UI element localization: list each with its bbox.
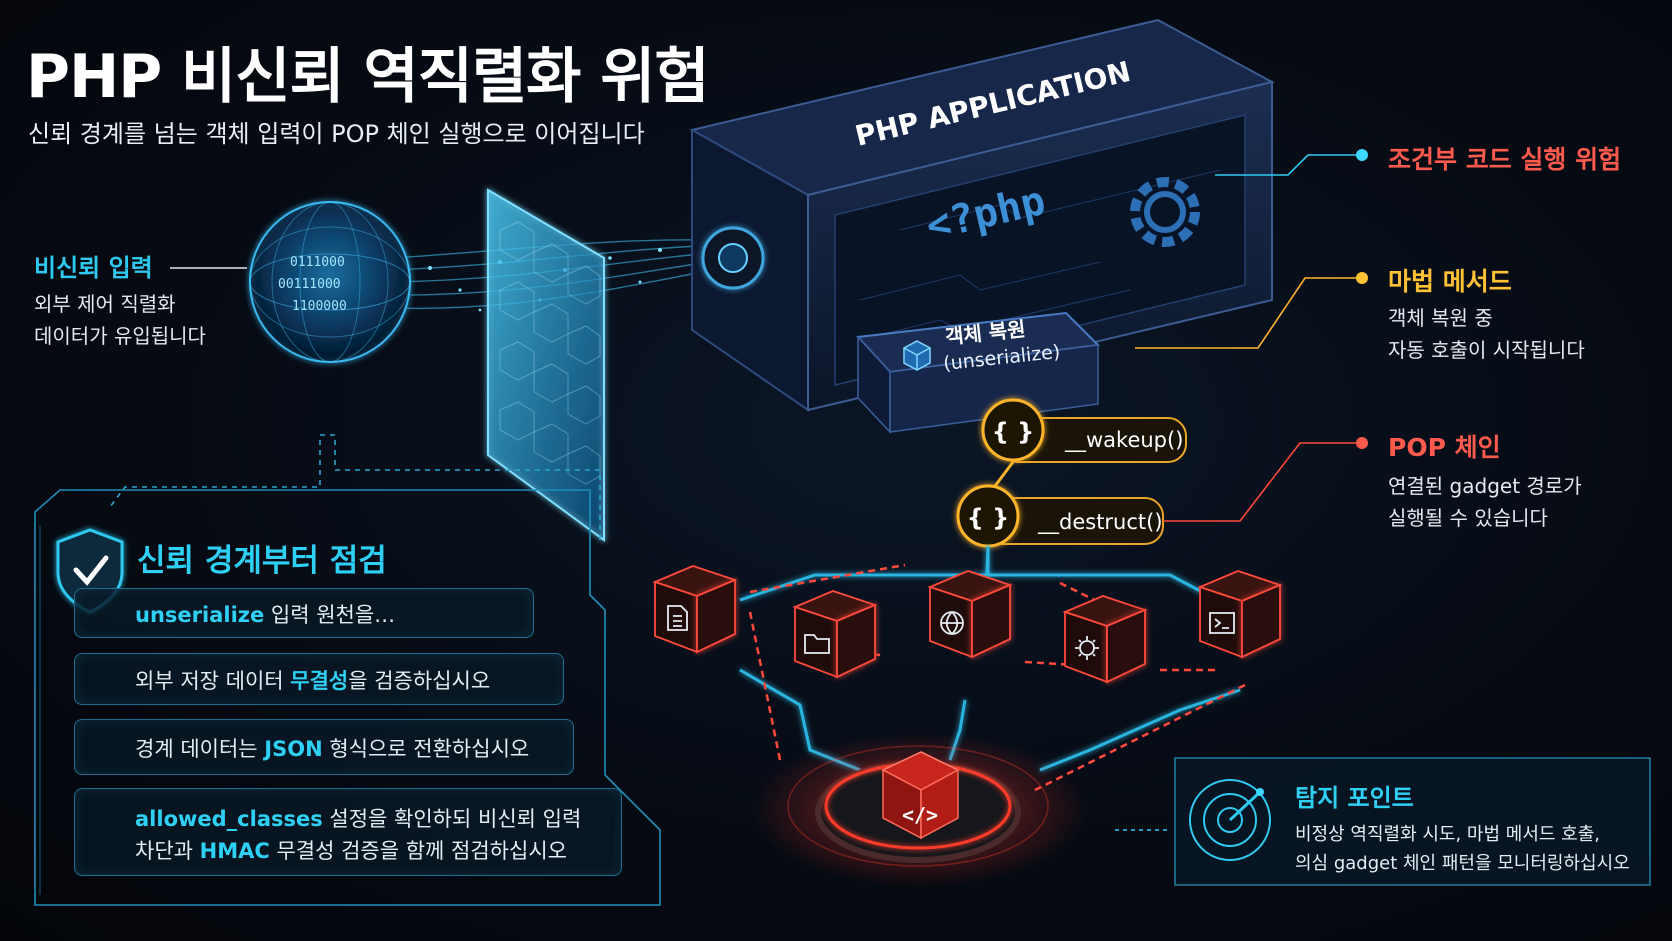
callout-pop-title: POP 체인 [1388,433,1501,462]
folder-icon [804,634,830,654]
gadget-cube [1062,595,1148,684]
binary-line-3: 1100000 [292,299,347,314]
input-label: 비신뢰 입력 [34,254,153,282]
callout-pop-line2: 실행될 수 있습니다 [1388,506,1548,530]
callout-lines [109,149,1368,831]
detection-frame [1174,757,1651,886]
checklist-item-4-highlight2: HMAC [199,839,270,863]
page-title: PHP 비신뢰 역직렬화 위험 [26,42,710,112]
gear-icon [1075,636,1099,660]
gadget-cube [652,565,738,654]
callout-magic-title: 마법 메서드 [1388,267,1512,296]
radar-icon [1189,779,1271,861]
checklist-item-3-highlight: JSON [264,737,323,761]
checklist-item-2-highlight: 무결성 [290,669,349,693]
callout-pop-line1: 연결된 gadget 경로가 [1388,474,1582,498]
checklist-item-1-highlight: unserialize [135,603,265,627]
wakeup-method: { } __wakeup() [981,398,1187,463]
detection-title: 탐지 포인트 [1295,784,1414,812]
destruct-label: __destruct() [1037,510,1163,535]
checklist-item-4-pre2: 차단과 [135,839,200,863]
callout-magic-line1: 객체 복원 중 [1388,306,1493,330]
input-desc-2: 데이터가 유입됩니다 [34,324,206,348]
checklist-item-3-pre: 경계 데이터는 [135,737,265,761]
checklist-item-2-pre: 외부 저장 데이터 [135,669,291,693]
php-application-box: <?php PHP APPLICATION [689,18,1275,412]
checklist-item-4-text: 설정을 확인하되 비신뢰 입력 [322,807,582,831]
checklist-item-2: 외부 저장 데이터 무결성을 검증하십시오 [74,653,564,705]
gadget-cube [927,570,1013,659]
gear-icon [1130,177,1200,247]
checklist-item-3: 경계 데이터는 JSON 형식으로 전환하십시오 [74,719,574,775]
gadget-cube [792,590,878,679]
checklist-item-1: unserialize 입력 원천을… [74,588,534,638]
cube-icon [903,340,931,371]
callout-magic-line2: 자동 호출이 시작됩니다 [1388,338,1585,362]
wakeup-label: __wakeup() [1064,428,1183,453]
file-icon [667,605,688,631]
callout-code-exec-title: 조건부 코드 실행 위험 [1388,145,1622,174]
brace-icon: { } [992,418,1035,446]
gadget-cube [1197,570,1283,659]
checklist-item-4-text2: 무결성 검증을 함께 점검하십시오 [269,839,567,863]
checklist-item-2-text: 을 검증하십시오 [348,669,491,693]
input-globe: 0111000 00111000 1100000 [249,201,411,363]
page-subtitle: 신뢰 경계를 넘는 객체 입력이 POP 체인 실행으로 이어집니다 [28,120,645,148]
gadget-cubes [652,565,1283,684]
binary-line-2: 00111000 [278,277,341,292]
checklist-frame [34,489,661,906]
exploit-core: </> [750,732,1090,888]
checklist-title: 신뢰 경계부터 점검 [137,543,387,579]
input-desc-1: 외부 제어 직렬화 [34,292,176,316]
brace-icon: { } [967,504,1010,532]
destruct-method: { } __destruct() [956,484,1164,548]
detection-line1: 비정상 역직렬화 시도, 마법 메서드 호출, [1295,824,1601,845]
binary-line-1: 0111000 [290,255,345,270]
checklist-item-3-text: 형식으로 전환하십시오 [322,737,530,761]
unserialize-node: 객체 복원 (unserialize) [855,311,1101,434]
checklist-item-4: allowed_classes 설정을 확인하되 비신뢰 입력 차단과 HMAC… [74,788,622,876]
checklist-item-4-highlight: allowed_classes [135,807,323,831]
trust-boundary-wall [487,188,605,542]
terminal-icon [1209,612,1235,634]
detection-line2: 의심 gadget 체인 패턴을 모니터링하십시오 [1295,853,1630,874]
code-icon: </> [902,803,938,827]
globe-icon [940,611,964,636]
checklist-item-1-text: 입력 원천을… [264,603,396,627]
